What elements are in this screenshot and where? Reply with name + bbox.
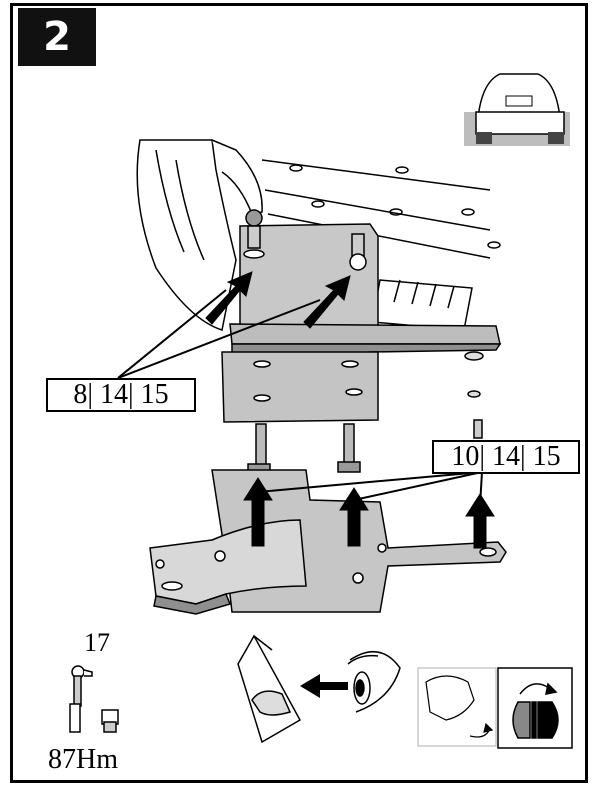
callout-leader-lines [117, 289, 483, 507]
look-arrow [300, 674, 348, 698]
direction-arrows [205, 271, 495, 549]
wrench-socket-icon [69, 665, 119, 733]
lower-bolts-part-callout: 10| 14| 15 [432, 440, 580, 474]
car-rear-icon [464, 73, 570, 146]
eye-icon [347, 651, 401, 713]
step-number-badge: 2 [18, 8, 96, 66]
upper-bolts-part-callout: 8| 14| 15 [46, 378, 196, 412]
hand-illustration [136, 139, 263, 331]
upper-bolts [243, 209, 367, 271]
hand-tighten-icon [417, 667, 497, 747]
wrench-size-label: 17 [84, 628, 110, 657]
torque-label: 87Hm [48, 744, 118, 775]
upper-bracket [221, 223, 502, 439]
lower-bracket [149, 469, 507, 615]
vehicle-chassis [261, 159, 501, 331]
manual-check-icon [237, 634, 302, 744]
rotate-direction-icon [497, 667, 573, 749]
lower-studs [247, 423, 361, 475]
